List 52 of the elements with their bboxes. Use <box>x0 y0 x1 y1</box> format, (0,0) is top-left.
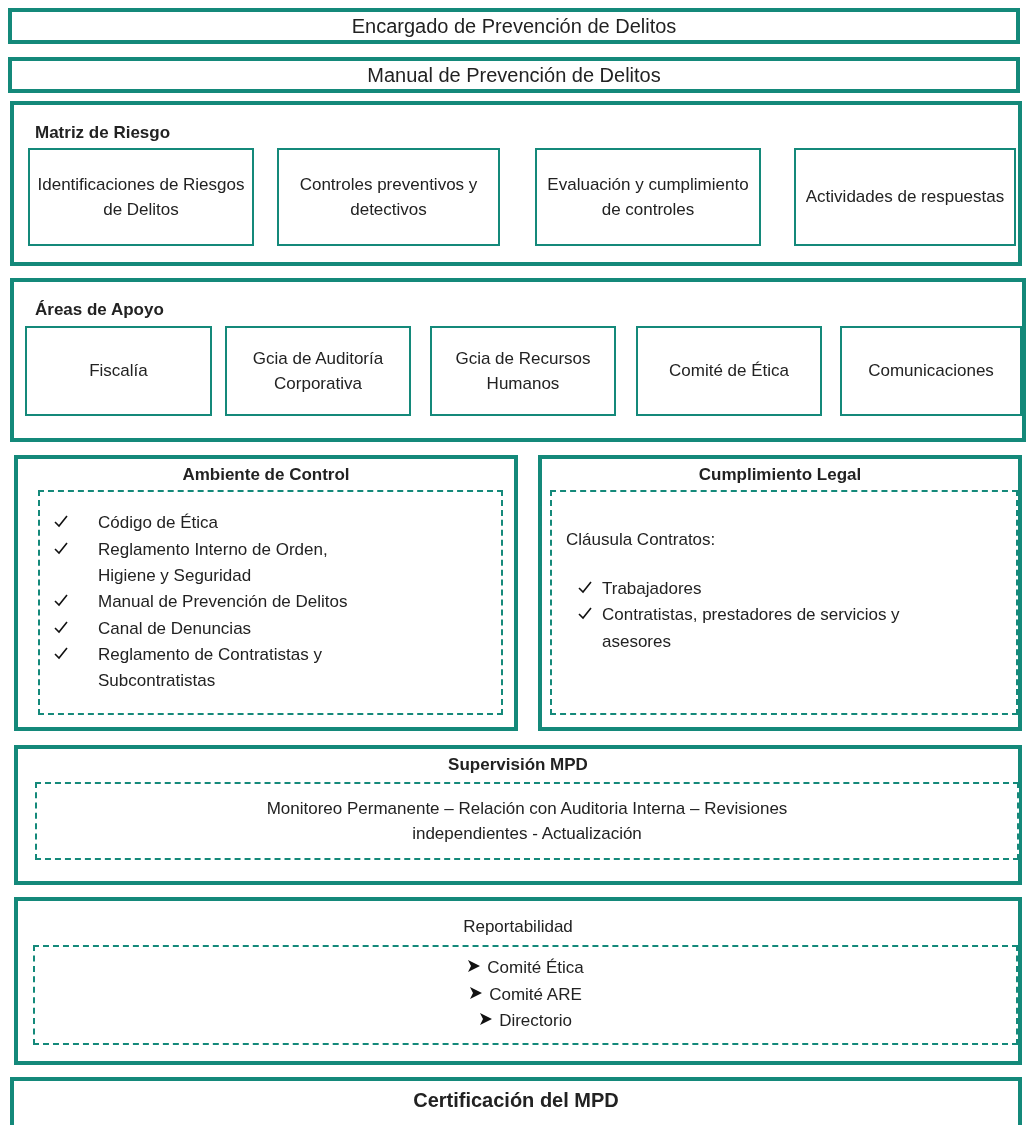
section-panel <box>14 455 518 731</box>
box-label: Manual de Prevención de Delitos <box>367 63 661 88</box>
box-label: Fiscalía <box>89 360 148 383</box>
section-heading: Supervisión MPD <box>447 755 589 775</box>
text-box <box>430 326 616 416</box>
box-label: Evaluación y cumplimiento de controles <box>546 173 750 221</box>
dashed-content-box <box>35 782 1019 860</box>
list-item-text: Directorio <box>499 1010 572 1033</box>
box-label: Comunicaciones <box>868 360 994 383</box>
section-panel <box>14 745 1022 885</box>
text-box <box>636 326 822 416</box>
text-box <box>8 8 1020 44</box>
text-box <box>840 326 1022 416</box>
section-heading: Reportabilidad <box>462 917 574 937</box>
list-item-text: Comité Ética <box>487 957 584 980</box>
text-box <box>535 148 761 246</box>
list-heading: Cláusula Contratos: <box>566 530 716 550</box>
dashed-content-box <box>38 490 503 715</box>
box-label: Monitoreo Permanente – Relación con Auditoria Interna – Revisiones independientes - Actualización <box>265 797 789 845</box>
text-box <box>10 1077 1022 1125</box>
box-label: Encargado de Prevención de Delitos <box>351 14 677 39</box>
box-label: Comité de Ética <box>669 360 789 383</box>
section-panel <box>10 278 1026 442</box>
list-item-text: Canal de Denuncias <box>98 617 252 640</box>
text-box <box>277 148 500 246</box>
list-item-text: Manual de Prevención de Delitos <box>98 591 348 614</box>
section-heading: Matriz de Riesgo <box>35 123 171 143</box>
box-label: Actividades de respuestas <box>805 186 1005 209</box>
section-panel <box>10 101 1022 266</box>
box-label: Identificaciones de Riesgos de Delitos <box>36 173 246 221</box>
list-item-text: Trabajadores <box>602 578 702 600</box>
list-item-text: Reglamento de Contratistas y Subcontratistas <box>98 644 323 693</box>
box-label: Gcia de Auditoría Corporativa <box>251 347 385 395</box>
text-box <box>225 326 411 416</box>
section-panel <box>14 897 1022 1065</box>
dashed-content-box <box>550 490 1018 715</box>
section-heading: Ambiente de Control <box>181 465 351 485</box>
list-item-text: Reglamento Interno de Orden, Higiene y Seguridad <box>98 538 329 587</box>
box-label: Controles preventivos y detectivos <box>298 173 479 221</box>
list-item-text: Comité ARE <box>489 983 582 1006</box>
section-heading: Cumplimiento Legal <box>697 465 863 485</box>
list-item-text: Contratistas, prestadores de servicios y asesores <box>602 604 901 653</box>
text-box <box>794 148 1016 246</box>
box-label: Certificación del MPD <box>413 1089 619 1112</box>
text-box <box>8 57 1020 93</box>
section-panel <box>538 455 1022 731</box>
list-item-text: Código de Ética <box>98 512 219 535</box>
text-box <box>28 148 254 246</box>
text-box <box>25 326 212 416</box>
dashed-content-box <box>33 945 1018 1045</box>
section-heading: Áreas de Apoyo <box>35 300 164 320</box>
box-label: Gcia de Recursos Humanos <box>454 347 592 395</box>
